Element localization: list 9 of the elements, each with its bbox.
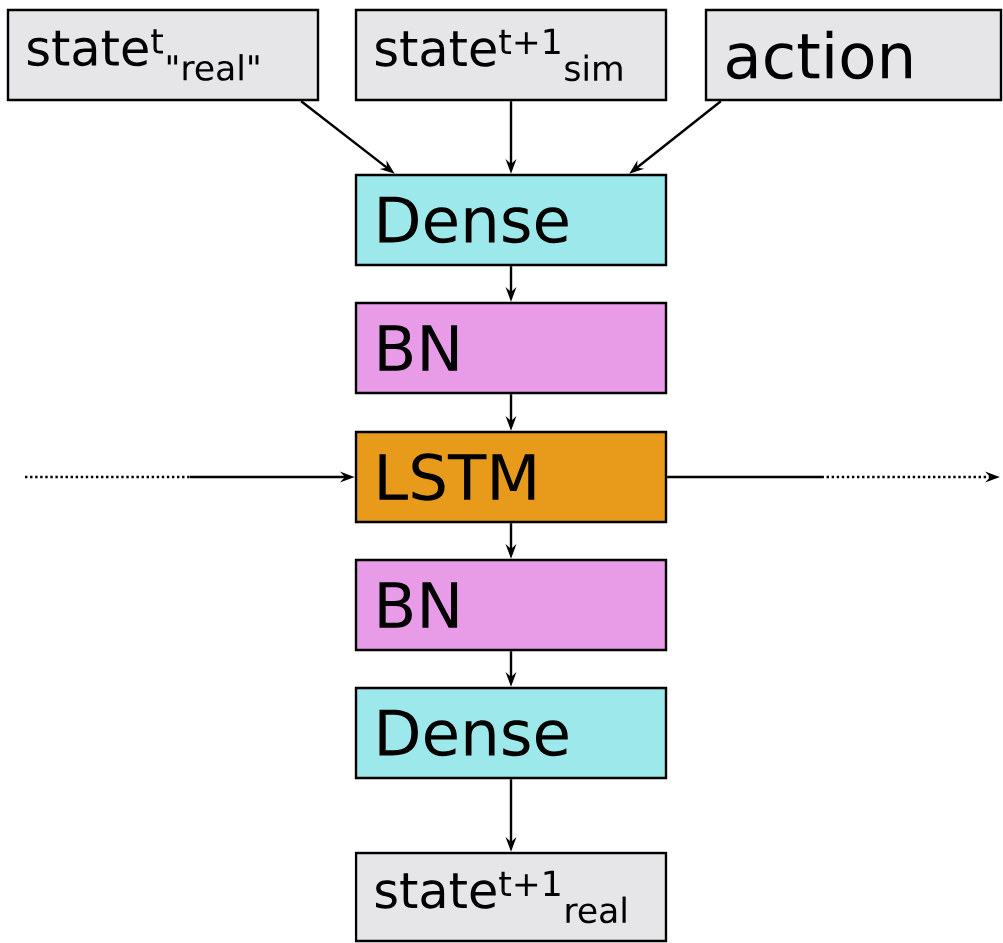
layer-box: BN xyxy=(354,301,668,395)
output-box: state$^{t+1}$real xyxy=(354,851,668,943)
layer-box: BN xyxy=(354,558,668,652)
layer-box: Dense xyxy=(354,686,668,780)
input-box: state$^{t}$"real" xyxy=(6,8,320,102)
layer-box: Dense xyxy=(354,173,668,267)
input-box: state$^{t+1}$sim xyxy=(354,8,668,102)
input-box: action xyxy=(704,8,1003,102)
layer-box: LSTM xyxy=(354,430,668,524)
